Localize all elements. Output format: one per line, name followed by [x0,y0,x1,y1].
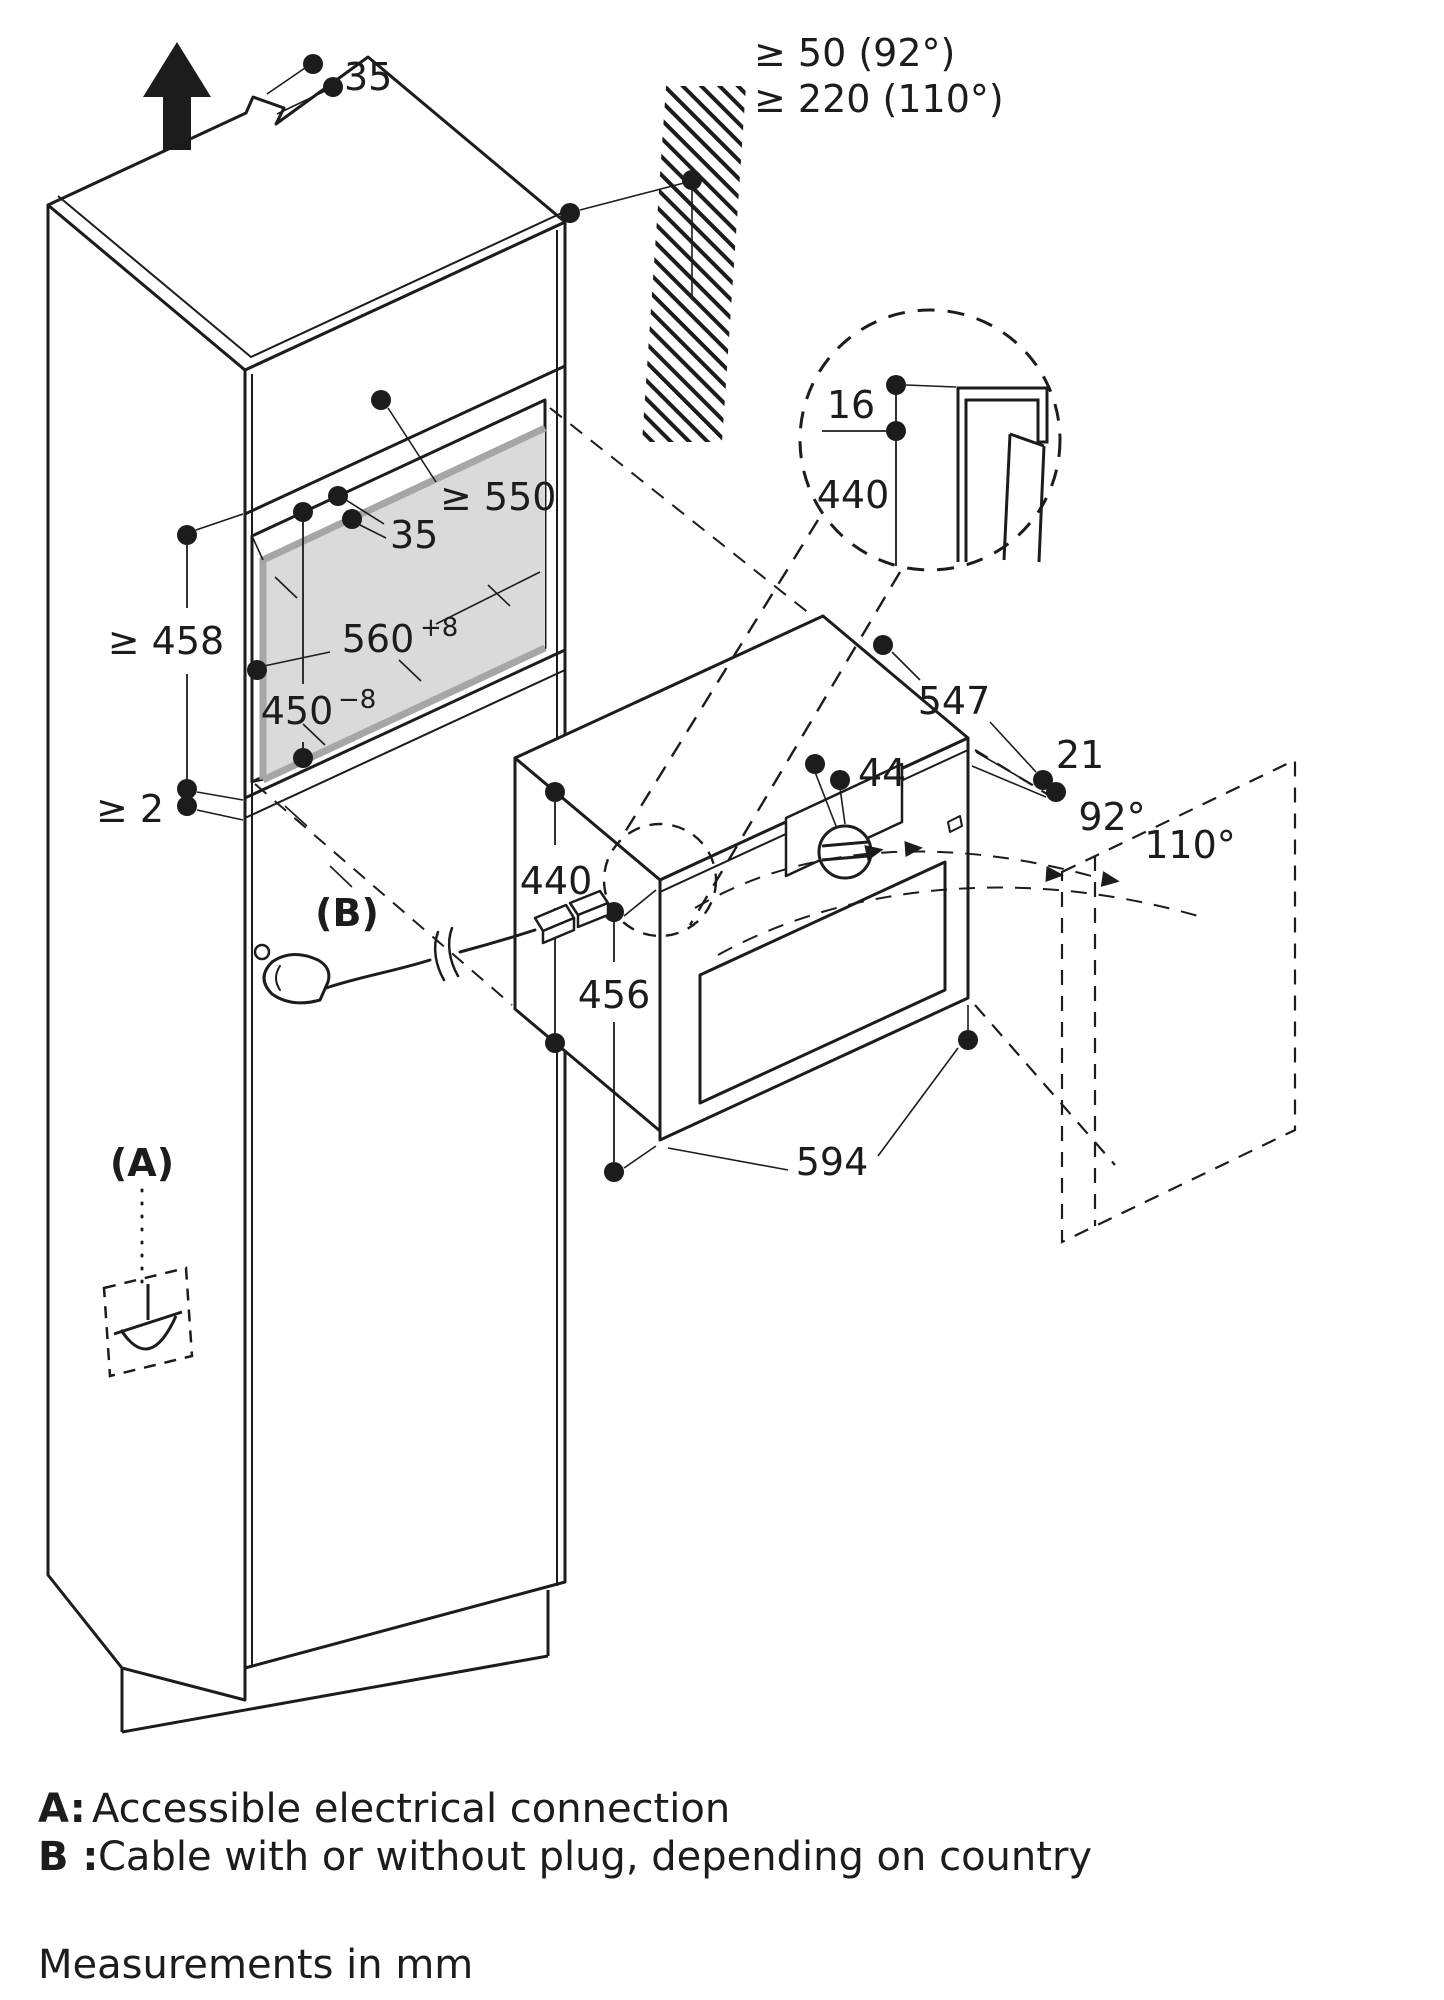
dim-door-offset: 21 92° 110° [971,733,1236,867]
knob-depth-label: 44 [858,751,906,795]
swing-arrowhead-icon [1100,871,1120,887]
power-cable [458,928,537,954]
swing-arrowhead-icon [904,841,923,857]
oven [513,614,970,1142]
legend: A: Accessible electrical connection B : … [38,1786,1092,1988]
niche-opening [250,398,547,784]
detail-height-label: 440 [817,473,890,517]
oven-height-label: 440 [520,859,593,903]
door-swing-arcs [694,841,1206,956]
door-height-label: 456 [578,973,651,1017]
dim-niche-depth: ≥ 550 [371,390,556,519]
detail-profile [956,386,1049,563]
power-cable-assembly: (B) [253,889,610,1005]
niche-height-tol-label: −8 [338,685,376,715]
cable-connector [533,889,610,945]
niche-height-label: 450 [261,689,334,733]
door-offset-label: 21 [1056,733,1104,777]
power-cable [324,958,432,990]
niche-clearance-label: ≥ 458 [108,619,224,663]
dim-oven-height: 440 [520,782,593,1053]
cabinet [46,55,567,1734]
dim-niche-height: 450 −8 [261,502,376,768]
oven-depth-label: 547 [918,679,991,723]
callout-b-label: (B) [315,891,379,935]
alignment-lines [254,407,816,1006]
dim-knob-depth: 44 [805,751,906,827]
dim-niche-width: 560 +8 [247,571,541,680]
dim-oven-depth: 547 [873,635,1037,773]
up-arrow-icon [143,42,211,150]
electrical-connection: (A) [102,1141,194,1378]
wall-clearance-110-label: ≥ 220 (110°) [754,77,1004,121]
legend-b-key: B : [38,1834,98,1880]
swing-arrowhead-icon [864,845,884,861]
swing-arc-92 [694,850,1113,909]
oven-width-label: 594 [796,1140,869,1184]
socket-symbol [113,1284,183,1351]
swing-arc-110 [717,886,1206,956]
open-door-outline [974,749,1297,1244]
detail-circle: 16 440 [798,308,1062,572]
cable-break-icon [433,926,460,982]
legend-b-text: Cable with or without plug, depending on… [98,1834,1092,1880]
dim-oven-width: 594 [667,1005,978,1184]
oven-knob [817,824,873,880]
angle-92-label: 92° [1078,795,1145,839]
top-bracket-label: 35 [344,55,392,99]
dim-niche-clearance: ≥ 458 ≥ 2 [96,513,244,831]
niche-recess-label: 35 [390,513,438,557]
angle-110-label: 110° [1144,823,1236,867]
dim-niche-recess: 35 [328,486,438,557]
wall-hatch [560,86,746,442]
detail-reference [602,519,902,938]
dim-top-bracket: 35 [266,54,392,115]
callout-a-label: (A) [110,1141,174,1185]
wall-clearance-92-label: ≥ 50 (92°) [754,31,955,75]
niche-width-tol-label: +8 [420,613,458,643]
legend-a-text: Accessible electrical connection [92,1786,730,1832]
swing-arrowhead-icon [1045,866,1064,882]
socket-box [102,1266,194,1378]
power-plug [253,943,331,1005]
niche-depth-label: ≥ 550 [440,475,556,519]
niche-width-label: 560 [342,617,415,661]
legend-a-key: A: [38,1786,86,1832]
door-window [698,860,947,1105]
bottom-gap-label: ≥ 2 [96,787,164,831]
legend-note: Measurements in mm [38,1942,473,1988]
detail-lip-label: 16 [827,383,875,427]
